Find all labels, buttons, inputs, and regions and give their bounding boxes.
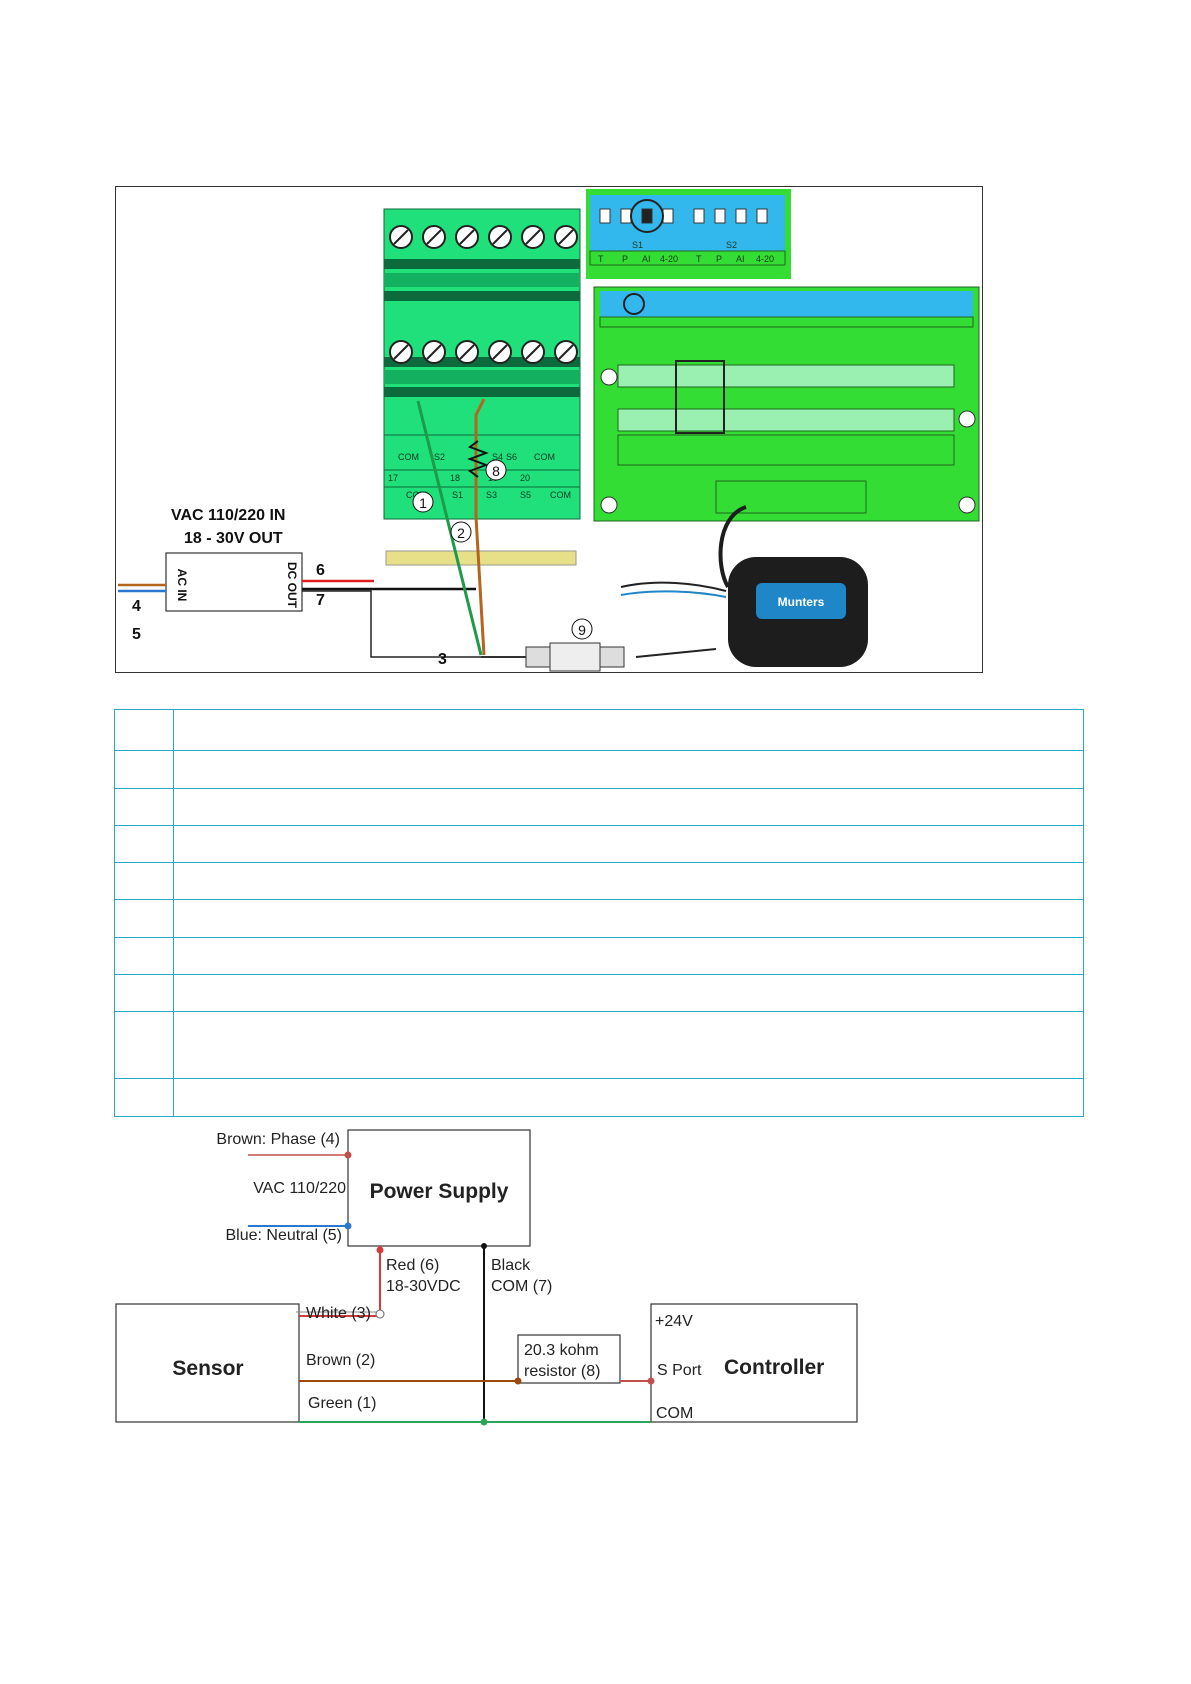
com7-label: COM (7) (491, 1278, 552, 1295)
marker-3-text: 3 (438, 651, 447, 668)
power-supply-unit: VAC 110/220 IN 18 - 30V OUT AC IN DC OUT (165, 507, 303, 612)
resistor-box (517, 1334, 621, 1384)
dip-label: P (716, 254, 722, 264)
wire-number-labels: 1 2 3 4 5 6 7 8 9 (132, 459, 593, 668)
table-row (114, 708, 1084, 752)
dip-switch-panel: T P AI 4-20 T P AI 4-20 S1 S2 (586, 189, 791, 279)
terminal-label: COM (550, 490, 571, 500)
terminal-label: 20 (520, 473, 530, 483)
wires (118, 398, 717, 658)
brown-phase-label: Brown: Phase (4) (216, 1131, 340, 1148)
sensor-box (115, 1303, 300, 1423)
table-row (114, 899, 1084, 938)
terminal-label: COM (534, 452, 555, 462)
marker-6-text: 6 (316, 562, 325, 579)
white-label: White (3) (306, 1305, 371, 1322)
dip-label: AI (736, 254, 745, 264)
marker-7-text: 7 (316, 592, 325, 609)
terminal-label: 17 (388, 473, 398, 483)
power-supply-title: Power Supply (370, 1180, 509, 1203)
dip-label: 4-20 (660, 254, 678, 264)
terminal-label: S4 (492, 452, 503, 462)
table-row (114, 1011, 1084, 1079)
terminal-label: COM (398, 452, 419, 462)
terminal-label: 18 (450, 473, 460, 483)
marker-2: 2 (450, 521, 472, 543)
blue-neutral-label: Blue: Neutral (5) (226, 1227, 343, 1244)
controller-title: Controller (724, 1356, 824, 1379)
table-row (114, 750, 1084, 789)
wiring-illustration-svg: COM S2 COM S4 S6 17 18 19 20 COM S1 S3 S… (118, 189, 980, 672)
black-label: Black (491, 1257, 531, 1274)
dip-label: P (622, 254, 628, 264)
marker-5-text: 5 (132, 626, 141, 643)
table-row (114, 1077, 1084, 1118)
inline-connector (525, 642, 625, 672)
ac-in-label: AC IN (175, 569, 189, 602)
dip-label: T (696, 254, 702, 264)
marker-8-text: 8 (492, 463, 500, 479)
marker-1-text: 1 (419, 495, 427, 511)
red-label: Red (6) (386, 1257, 439, 1274)
dc-out-label: DC OUT (285, 562, 299, 609)
brown2-label: Brown (2) (306, 1352, 375, 1369)
dip-group-label: S1 (632, 240, 643, 250)
green1-label: Green (1) (308, 1395, 376, 1412)
marker-1: 1 (412, 491, 434, 513)
power-supply-label-top: VAC 110/220 IN (171, 507, 285, 524)
sensor-brand: Munters (778, 595, 825, 609)
plus24-label: +24V (655, 1313, 693, 1330)
com-label: COM (656, 1405, 693, 1422)
marker-9: 9 (571, 618, 593, 640)
dip-group-label: S2 (726, 240, 737, 250)
vac-label: VAC 110/220 (253, 1180, 346, 1197)
table-row (114, 936, 1084, 975)
power-supply-box (347, 1129, 531, 1247)
wiring-illustration: COM S2 COM S4 S6 17 18 19 20 COM S1 S3 S… (115, 186, 983, 673)
table-row (114, 824, 1084, 864)
marker-9-text: 9 (578, 622, 586, 638)
table-row (114, 973, 1084, 1013)
table-row (114, 862, 1084, 901)
table-row (114, 787, 1084, 826)
dip-label: T (598, 254, 604, 264)
legend-table (114, 708, 1084, 1118)
marker-2-text: 2 (457, 525, 465, 541)
resistor-line2: resistor (8) (524, 1363, 600, 1380)
sensor-title: Sensor (172, 1357, 243, 1380)
terminal-block: COM S2 COM S4 S6 17 18 19 20 COM S1 S3 S… (383, 208, 581, 566)
vdc-label: 18-30VDC (386, 1278, 461, 1295)
dip-label: 4-20 (756, 254, 774, 264)
terminal-label: S2 (434, 452, 445, 462)
terminal-label: S5 (520, 490, 531, 500)
dip-label: AI (642, 254, 651, 264)
marker-4-text: 4 (132, 598, 141, 615)
terminal-label: S1 (452, 490, 463, 500)
controller-board (593, 286, 980, 522)
terminal-label: S6 (506, 452, 517, 462)
sensor-device: Munters (620, 505, 868, 667)
resistor-line1: 20.3 kohm (524, 1342, 599, 1359)
marker-8: 8 (485, 459, 507, 481)
sport-label: S Port (657, 1362, 702, 1379)
terminal-label: S3 (486, 490, 497, 500)
power-supply-label-bottom: 18 - 30V OUT (184, 530, 283, 547)
resistor-symbol (467, 440, 489, 478)
wiring-schematic: Brown: Phase (4) VAC 110/220 Blue: Neutr… (115, 1129, 858, 1426)
controller-box (650, 1303, 858, 1423)
